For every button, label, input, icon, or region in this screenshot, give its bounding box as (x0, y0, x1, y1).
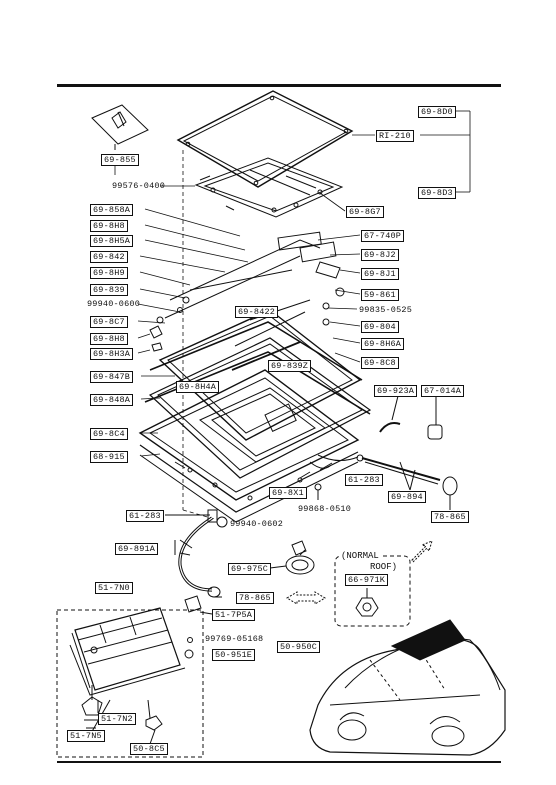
part-label-99835-0525: 99835-0525 (359, 305, 413, 315)
part-label-78-865-right: 78-865 (431, 511, 469, 523)
part-label-50-951E: 50-951E (212, 649, 256, 661)
part-label-69-8D3: 69-8D3 (418, 187, 456, 199)
part-label-59-861: 59-861 (361, 289, 399, 301)
part-label-69-894: 69-894 (388, 491, 426, 503)
part-label-69-8J1: 69-8J1 (361, 268, 399, 280)
part-label-99940-0600: 99940-0600 (87, 299, 141, 309)
part-label-99940-0602: 99940-0602 (230, 519, 284, 529)
part-label-51-7N5: 51-7N5 (67, 730, 105, 742)
part-label-69-8X1: 69-8X1 (269, 487, 307, 499)
part-label-69-804: 69-804 (361, 321, 399, 333)
motor-part (184, 540, 315, 615)
bottom-rule (57, 761, 501, 763)
part-label-69-8H3A: 69-8H3A (90, 348, 134, 360)
sunroof-housing-part (138, 309, 372, 523)
part-label-50-950C: 50-950C (277, 641, 321, 653)
leader-lines (114, 110, 471, 521)
part-label-69-855: 69-855 (101, 154, 139, 166)
part-label-69-847B: 69-847B (90, 371, 134, 383)
car-silhouette (309, 619, 506, 756)
part-label-68-915: 68-915 (90, 451, 128, 463)
part-label-69-858A: 69-858A (90, 204, 134, 216)
cable-rail-part (149, 231, 345, 371)
direction-arrows (286, 540, 433, 605)
part-label-69-8H5A: 69-8H5A (90, 235, 134, 247)
part-label-69-8C7-left: 69-8C7 (90, 316, 128, 328)
inset-title-line1: (NORMAL (339, 551, 381, 561)
part-label-69-839Z: 69-839Z (268, 360, 312, 372)
part-label-RI-210: RI-210 (376, 130, 414, 142)
part-label-69-8C8: 69-8C8 (361, 357, 399, 369)
part-label-78-865-mid: 78-865 (236, 592, 274, 604)
part-label-99769-05168: 99769-05168 (205, 634, 264, 644)
drain-hose-right (309, 395, 458, 510)
part-label-69-8422: 69-8422 (235, 306, 279, 318)
part-label-69-8G7: 69-8G7 (346, 206, 384, 218)
part-label-61-283-left: 61-283 (126, 510, 164, 522)
part-label-61-283-right: 61-283 (345, 474, 383, 486)
inset-title-line2: ROOF) (370, 562, 398, 572)
part-label-69-923A: 69-923A (374, 385, 418, 397)
part-label-69-839: 69-839 (90, 284, 128, 296)
part-label-69-8C4: 69-8C4 (90, 428, 128, 440)
part-label-69-891A: 69-891A (115, 543, 159, 555)
part-label-67-014A: 67-014A (421, 385, 465, 397)
lid-frame-part (194, 157, 344, 218)
part-label-69-848A: 69-848A (90, 394, 134, 406)
part-label-69-8H9: 69-8H9 (90, 267, 128, 279)
top-rule (57, 84, 501, 87)
part-label-99576-0400: 99576-0400 (112, 181, 166, 191)
part-label-69-975C: 69-975C (228, 563, 272, 575)
part-label-69-8H8: 69-8H8 (90, 220, 128, 232)
part-label-66-971K: 66-971K (345, 574, 389, 586)
drain-hose-left (165, 509, 228, 598)
part-label-51-7P5A: 51-7P5A (212, 609, 256, 621)
part-label-99868-0510: 99868-0510 (298, 504, 352, 514)
part-label-51-7N0: 51-7N0 (95, 582, 133, 594)
part-label-69-8J2: 69-8J2 (361, 249, 399, 261)
part-label-69-8H6A: 69-8H6A (361, 338, 405, 350)
glass-lid-part (176, 90, 354, 188)
part-label-69-842: 69-842 (90, 251, 128, 263)
part-label-67-740P: 67-740P (361, 230, 405, 242)
part-label-69-8H4A: 69-8H4A (176, 381, 220, 393)
part-label-51-7N2: 51-7N2 (98, 713, 136, 725)
part-label-69-8H8-lower: 69-8H8 (90, 333, 128, 345)
part-label-50-8C5: 50-8C5 (130, 743, 168, 755)
rear-cover-assembly (56, 607, 204, 758)
handle-panel-part (91, 104, 149, 150)
part-label-69-8D0: 69-8D0 (418, 106, 456, 118)
